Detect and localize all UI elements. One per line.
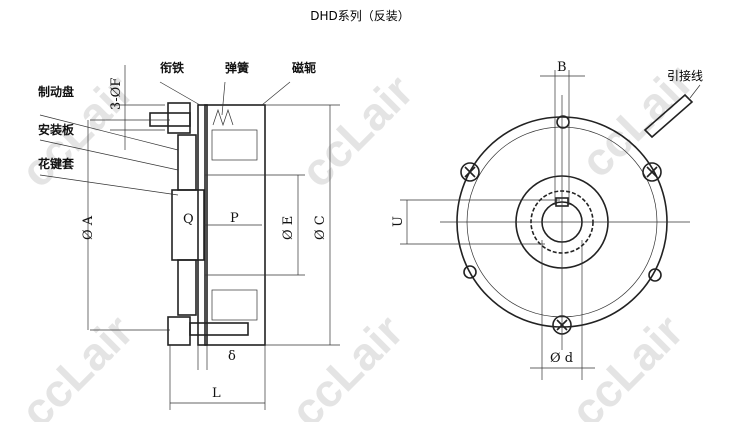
- dim-F: 3-ØF: [109, 78, 124, 110]
- svg-text:ccLair: ccLair: [10, 304, 143, 422]
- label-yoke: 磁轭: [291, 60, 316, 75]
- dim-P: P: [230, 211, 239, 226]
- drawing-title: DHD系列（反装）: [310, 9, 410, 23]
- side-view: [39, 65, 340, 410]
- label-spline-hub: 花键套: [38, 156, 75, 171]
- svg-text:ccLair: ccLair: [560, 304, 693, 422]
- svg-text:ccLair: ccLair: [290, 64, 423, 197]
- dim-delta: δ: [228, 349, 236, 364]
- svg-text:ccLair: ccLair: [280, 304, 413, 422]
- label-brake-disc: 制动盘: [38, 84, 74, 99]
- dim-Q: Q: [183, 212, 194, 227]
- dim-d: Ø d: [550, 351, 573, 366]
- front-view: [400, 70, 701, 380]
- dim-A: Ø A: [81, 215, 96, 240]
- label-armature: 衔铁: [160, 60, 184, 75]
- label-lead-wire: 引接线: [667, 68, 703, 83]
- dim-U: U: [391, 216, 406, 227]
- label-spring: 弹簧: [225, 60, 249, 75]
- dim-B: B: [557, 60, 567, 75]
- dim-C: Ø C: [313, 215, 328, 240]
- dim-E: Ø E: [281, 216, 296, 240]
- dim-L: L: [212, 386, 221, 401]
- label-mounting-plate: 安装板: [38, 122, 75, 137]
- screw-icons: [460, 162, 662, 335]
